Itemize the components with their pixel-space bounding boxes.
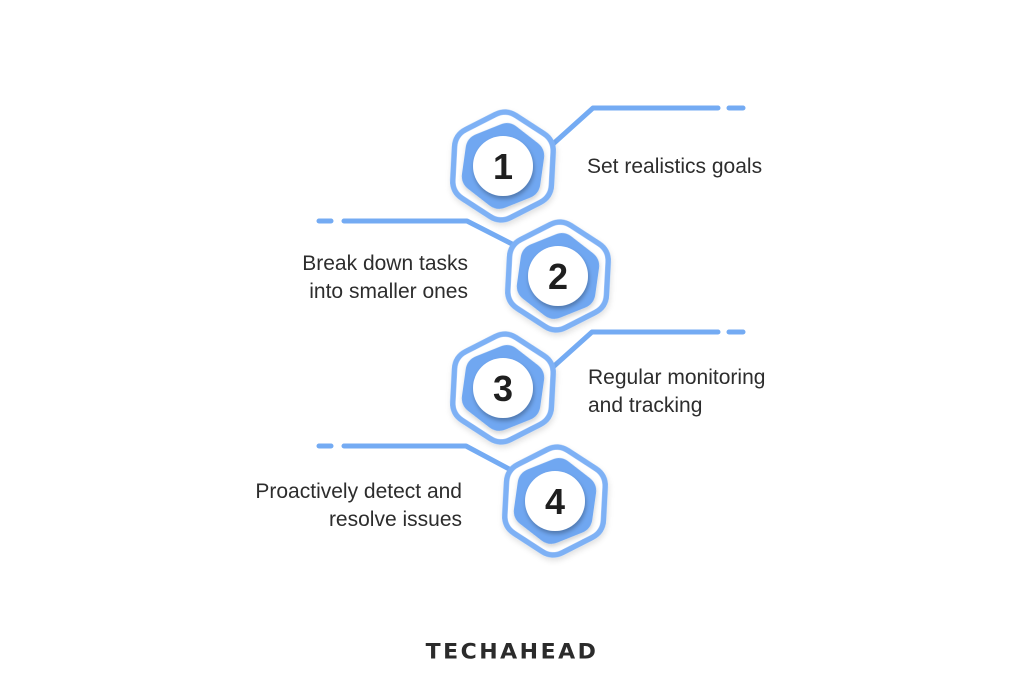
step-2-number-circle: [528, 246, 588, 306]
step-3-label: Regular monitoring and tracking: [588, 364, 765, 420]
step-4-label: Proactively detect and resolve issues: [255, 478, 462, 534]
step-3-connector: [550, 329, 721, 370]
step-4-label-line-2: resolve issues: [328, 508, 462, 531]
step-2-label-line-1: Break down tasks: [302, 252, 468, 275]
step-2-number: 2: [548, 256, 568, 297]
step-1-connector: [550, 105, 721, 147]
step-3-number: 3: [493, 368, 513, 409]
step-4-number: 4: [545, 481, 565, 522]
step-3-label-line-2: and tracking: [588, 394, 703, 417]
step-1-number-circle: [473, 136, 533, 196]
step-1-hexagon: 1: [451, 109, 555, 222]
step-4-label-line-1: Proactively detect and: [255, 480, 462, 503]
step-4-connector: [341, 443, 514, 473]
step-1-label: Set realistics goals: [587, 153, 762, 181]
step-2-hexagon: 2: [506, 219, 610, 332]
step-1-label-line-1: Set realistics goals: [587, 155, 763, 178]
step-3-number-circle: [473, 358, 533, 418]
step-3-label-line-1: Regular monitoring: [588, 366, 766, 389]
brand-logo: TECHAHEAD: [425, 640, 599, 665]
step-3-hexagon: 3: [451, 331, 555, 444]
step-2-label: Break down tasks into smaller ones: [302, 250, 468, 306]
step-1-number: 1: [493, 146, 513, 187]
step-4-number-circle: [525, 471, 585, 531]
step-4-hexagon: 4: [503, 444, 607, 557]
step-2-label-line-2: into smaller ones: [309, 280, 468, 303]
step-2-connector: [341, 218, 517, 248]
